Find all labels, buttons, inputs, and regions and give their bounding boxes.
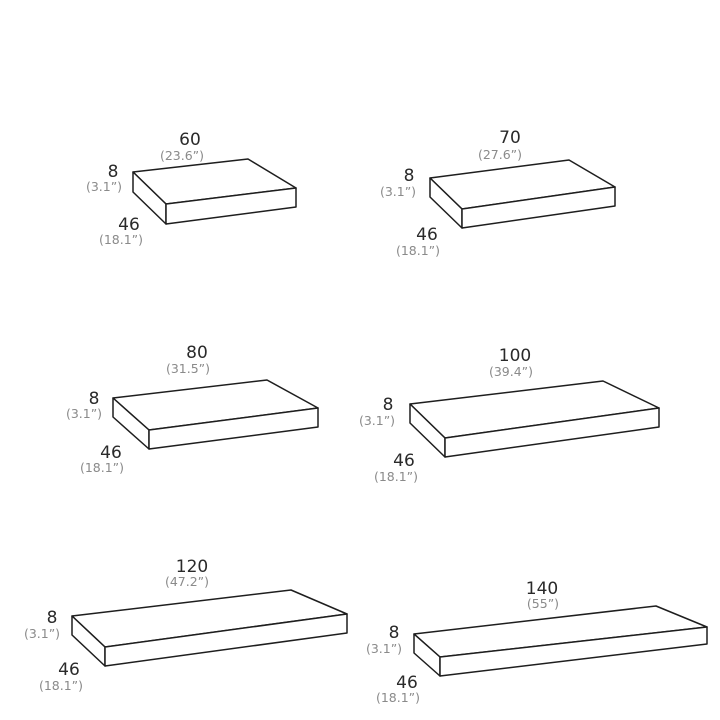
shelf-70-front-face	[461, 186, 616, 229]
shelf-80-width-value: 80	[186, 343, 208, 363]
shelf-140-depth-inches: (18.1”)	[376, 690, 420, 705]
shelf-120-depth-inches: (18.1”)	[39, 678, 83, 693]
shelf-120-height-value: 8	[47, 608, 58, 628]
shelf-100-depth-inches: (18.1”)	[374, 469, 418, 484]
shelf-70-height-inches: (3.1”)	[380, 184, 416, 199]
shelf-70-width-inches: (27.6”)	[478, 147, 522, 162]
shelf-80-depth-value: 46	[100, 443, 122, 463]
shelf-100-front-face	[444, 407, 660, 458]
shelf-140-height-inches: (3.1”)	[366, 641, 402, 656]
shelf-140-front-face	[439, 626, 708, 677]
shelf-140-depth-value: 46	[396, 673, 418, 693]
shelf-100-width-inches: (39.4”)	[489, 364, 533, 379]
shelf-120-drawing: 120 (47.2”) 8 (3.1”) 46 (18.1”)	[24, 557, 348, 693]
shelf-140-drawing: 140 (55”) 8 (3.1”) 46 (18.1”)	[366, 579, 708, 705]
shelf-120-front-face	[104, 613, 348, 667]
shelf-60-height-inches: (3.1”)	[86, 179, 122, 194]
shelf-60-depth-inches: (18.1”)	[99, 232, 143, 247]
shelf-80-height-value: 8	[89, 389, 100, 409]
shelf-70-height-value: 8	[404, 166, 415, 186]
shelf-100-height-inches: (3.1”)	[359, 413, 395, 428]
shelf-60-height-value: 8	[108, 162, 119, 182]
shelf-120-width-value: 120	[176, 557, 208, 577]
shelf-80-drawing: 80 (31.5”) 8 (3.1”) 46 (18.1”)	[66, 343, 319, 475]
shelf-100-drawing: 100 (39.4”) 8 (3.1”) 46 (18.1”)	[359, 346, 660, 484]
shelf-60-depth-value: 46	[118, 215, 140, 235]
shelf-70-width-value: 70	[499, 128, 521, 148]
shelf-140-height-value: 8	[389, 623, 400, 643]
shelf-80-height-inches: (3.1”)	[66, 406, 102, 421]
shelf-60-width-inches: (23.6”)	[160, 148, 204, 163]
shelf-120-width-inches: (47.2”)	[165, 574, 209, 589]
shelf-80-width-inches: (31.5”)	[166, 361, 210, 376]
shelf-100-depth-value: 46	[393, 451, 415, 471]
shelf-60-front-face	[165, 187, 297, 225]
shelf-100-width-value: 100	[499, 346, 531, 366]
shelf-70-depth-value: 46	[416, 225, 438, 245]
shelf-70-drawing: 70 (27.6”) 8 (3.1”) 46 (18.1”)	[380, 128, 616, 258]
shelf-140-width-inches: (55”)	[527, 596, 559, 611]
shelf-120-depth-value: 46	[58, 660, 80, 680]
shelf-70-depth-inches: (18.1”)	[396, 243, 440, 258]
shelf-80-front-face	[148, 407, 319, 450]
shelf-100-height-value: 8	[383, 395, 394, 415]
shelf-120-height-inches: (3.1”)	[24, 626, 60, 641]
shelf-60-width-value: 60	[179, 130, 201, 150]
shelf-140-width-value: 140	[526, 579, 558, 599]
shelf-80-depth-inches: (18.1”)	[80, 460, 124, 475]
shelf-60-drawing: 60 (23.6”) 8 (3.1”) 46 (18.1”)	[86, 130, 297, 247]
